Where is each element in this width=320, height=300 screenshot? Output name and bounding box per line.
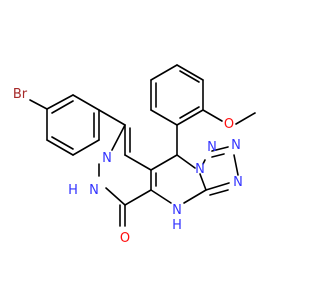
atom-labels: Br O N H N O N H N N N N (13, 87, 243, 246)
bond (176, 64, 204, 81)
bond (46, 139, 74, 156)
bond (98, 109, 126, 126)
bond (51, 100, 74, 114)
atom-label-n3-tetrazole: N (231, 138, 241, 153)
atom-label-h-pyrimidine: H (172, 218, 182, 233)
bond (202, 109, 223, 122)
bond (124, 154, 152, 171)
bond (176, 154, 196, 169)
atom-label-nh-pyridazine: N (89, 183, 99, 198)
atom-label-n4-tetrazole: N (233, 175, 243, 190)
bond (211, 153, 225, 158)
bond (72, 139, 100, 156)
bond (105, 187, 126, 206)
bond (205, 182, 230, 191)
bond (176, 109, 204, 126)
bond (150, 64, 178, 81)
bond (179, 70, 200, 83)
molecule-structure: Br O N H N O N H N N N N (13, 64, 256, 246)
bond (29, 99, 48, 110)
bond (211, 146, 229, 152)
atom-label-o-carbonyl: O (120, 231, 130, 246)
bond (72, 94, 100, 111)
atom-label-br: Br (13, 87, 28, 102)
atom-label-h-pyridazine: H (68, 183, 78, 198)
bond (209, 189, 229, 196)
atom-label-n1-tetrazole: N (195, 162, 205, 177)
bond (150, 109, 178, 126)
atom-label-nh-pyrimidine: N (172, 203, 182, 218)
atom-label-o-methoxy: O (224, 117, 234, 132)
bond (150, 189, 172, 204)
bond (111, 124, 126, 151)
atom-label-n-pyridazine: N (102, 151, 112, 166)
atom-label-n2-tetrazole: N (207, 140, 217, 155)
bond (202, 159, 206, 165)
bond (150, 154, 178, 171)
bond (46, 94, 74, 110)
bonds (29, 64, 256, 227)
bond (233, 154, 239, 176)
bond (124, 189, 152, 206)
bond (179, 106, 200, 119)
bond (183, 189, 207, 204)
bond (199, 173, 207, 191)
bond (235, 112, 256, 125)
bond (51, 136, 74, 150)
